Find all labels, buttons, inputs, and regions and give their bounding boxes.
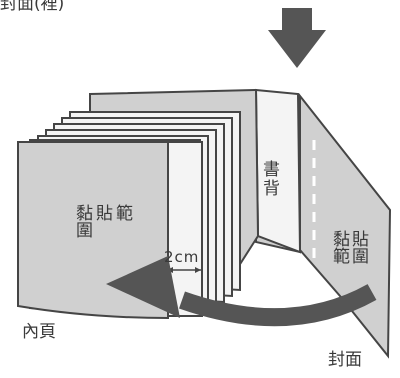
inner-pages-label: 內頁 <box>22 322 56 342</box>
spine-label: 書背 <box>259 160 279 198</box>
glue-area-cover-label: 黏貼範圍 <box>333 230 371 267</box>
inner-pages-stack <box>17 111 241 320</box>
measure-label: 2cm <box>164 248 200 266</box>
cover-label: 封面 <box>328 350 362 370</box>
down-arrow-icon <box>268 8 326 68</box>
curved-arrow-icon <box>106 256 377 327</box>
cover-back-label: 封面(裡) <box>0 0 65 14</box>
glue-area-pages-label: 黏貼範圍 <box>76 204 136 241</box>
